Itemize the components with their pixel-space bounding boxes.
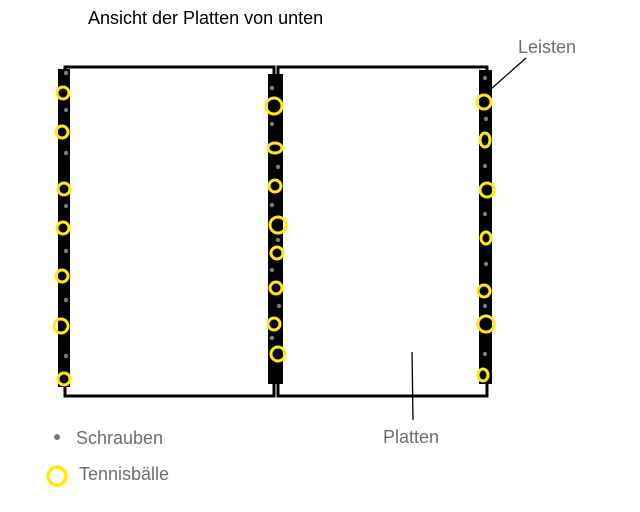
screw [482,303,488,309]
diagram-title: Ansicht der Platten von unten [88,8,324,28]
pointer-platten [411,351,414,421]
screw [63,150,69,156]
screw [269,335,275,341]
screw [63,70,69,76]
screw [269,267,275,273]
tennis-ball [478,131,492,149]
screw [269,202,275,208]
screws-right [482,75,489,357]
tennis-ball [479,230,493,246]
tennis-ball [266,141,284,155]
tennis-ball [52,317,70,335]
tennis-ball [56,371,72,387]
tennis-ball [269,245,285,261]
screw [275,164,281,170]
tennis-ball [268,280,284,296]
strip-left [58,69,70,387]
screw [63,107,69,113]
screw [275,237,281,243]
balls-right [475,93,496,383]
screw [482,351,488,357]
tennis-ball [476,367,490,383]
tennis-ball [54,268,70,284]
tennis-ball [475,93,493,111]
screw [482,211,488,217]
screw [63,297,69,303]
screw [276,303,282,309]
screws-left [63,70,69,359]
screw [483,116,489,122]
tennis-ball [268,215,288,235]
label-platten: Platten [383,427,440,447]
legend-ball-icon [46,465,68,487]
screw [63,203,69,209]
screw [482,163,488,169]
screw [482,75,488,81]
screw [63,353,69,359]
tennis-ball [54,124,70,140]
screw [483,261,489,267]
strip-right [479,70,492,384]
balls-middle [264,96,288,363]
plate-right [276,65,489,398]
screw [63,248,69,254]
legend-screw-icon [54,434,60,440]
tennis-ball [264,96,284,116]
label-leisten: Leisten [518,37,577,57]
tennis-ball [478,181,496,199]
tennis-ball [267,178,283,194]
screw [269,121,275,127]
legend-screws-label: Schrauben [76,428,164,448]
screws-middle [269,85,282,341]
tennis-ball [476,314,496,334]
tennis-ball [269,345,287,363]
plate-left [63,65,276,398]
tennis-ball [56,181,72,197]
tennis-ball [476,283,492,299]
legend-balls-label: Tennisbälle [79,464,170,484]
tennis-ball [55,220,71,236]
pointer-leisten [490,57,527,90]
tennis-ball [266,316,282,332]
balls-left [52,85,72,387]
tennis-ball [55,85,71,101]
screw [269,85,275,91]
